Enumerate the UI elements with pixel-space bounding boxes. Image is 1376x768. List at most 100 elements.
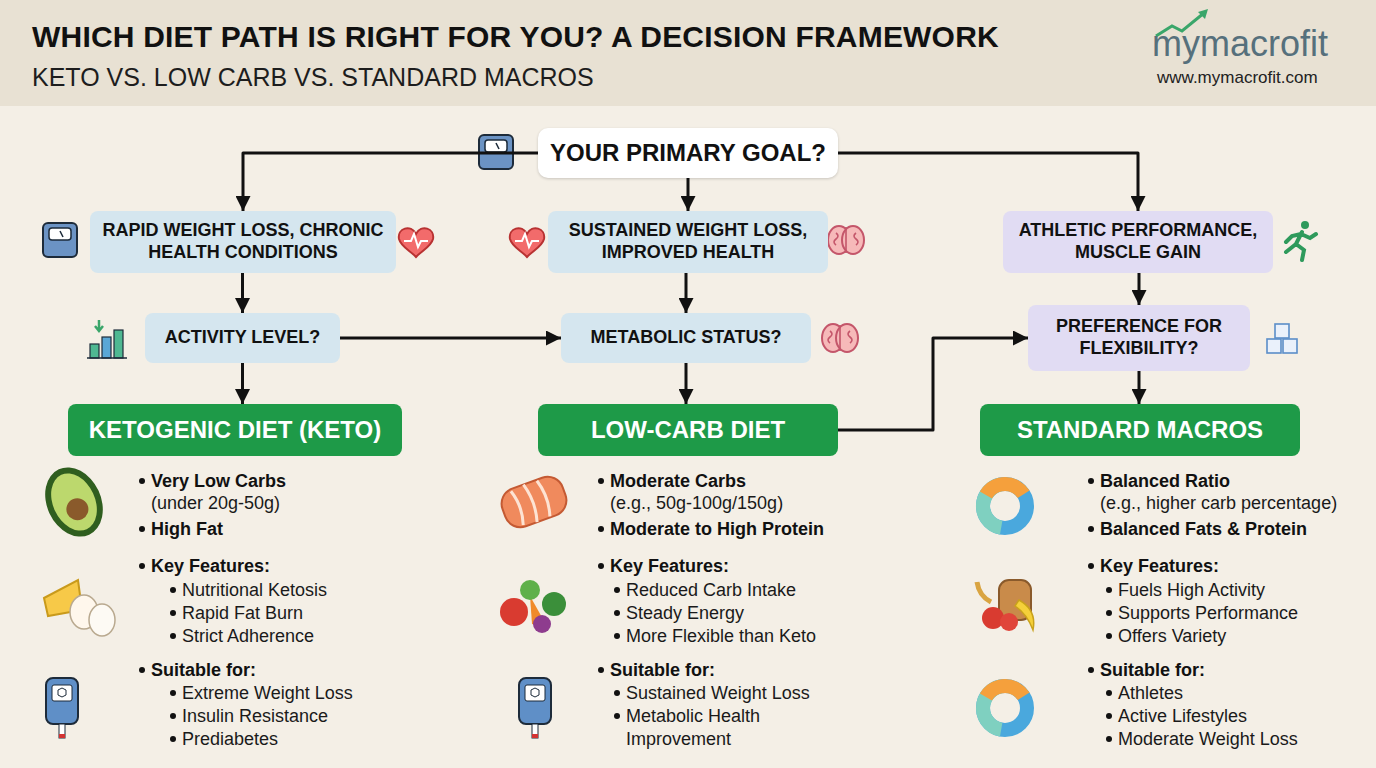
chart-icon bbox=[95, 320, 103, 331]
list-item: Fuels High Activity bbox=[1118, 579, 1265, 602]
vegetables-icon bbox=[500, 598, 528, 626]
node-text: STANDARD MACROS bbox=[1017, 415, 1263, 444]
section-heading: Suitable for: bbox=[151, 659, 256, 682]
bullet-dot bbox=[170, 713, 176, 719]
bullet-dot bbox=[170, 736, 176, 742]
bullet-dot bbox=[614, 610, 620, 616]
flow-arrow bbox=[1138, 371, 1141, 404]
node-text: PREFERENCE FOR FLEXIBILITY? bbox=[1036, 316, 1242, 360]
brain-icon bbox=[828, 226, 864, 254]
runner-icon bbox=[1286, 221, 1316, 260]
list-item: Sustained Weight Loss bbox=[626, 682, 810, 705]
cubes-icon bbox=[1283, 339, 1297, 353]
list-item: Rapid Fat Burn bbox=[182, 602, 303, 625]
list-item: Nutritional Ketosis bbox=[182, 579, 327, 602]
bullet-dot bbox=[139, 478, 145, 484]
flow-arrow bbox=[838, 338, 1028, 430]
flow-arrow bbox=[685, 363, 688, 404]
flow-arrow bbox=[687, 178, 690, 211]
goal-box: SUSTAINED WEIGHT LOSS, IMPROVED HEALTH bbox=[548, 211, 828, 273]
flow-arrow bbox=[1138, 273, 1141, 305]
flow-arrow bbox=[340, 337, 561, 340]
section-heading: Balanced Ratio bbox=[1100, 470, 1230, 493]
node-text: KETOGENIC DIET (KETO) bbox=[89, 415, 381, 444]
vegetables-icon bbox=[520, 580, 540, 600]
bullet-dot bbox=[1088, 667, 1094, 673]
brain-icon bbox=[822, 324, 858, 352]
heart-icon bbox=[510, 228, 544, 257]
salmon-icon bbox=[510, 479, 553, 527]
header-text: mymacrofit bbox=[1152, 24, 1328, 64]
heart-icon bbox=[399, 228, 433, 257]
cheese-eggs-icon bbox=[44, 580, 115, 636]
bullet-dot bbox=[139, 563, 145, 569]
donut-chart-icon bbox=[975, 476, 1035, 536]
vegetables-icon bbox=[533, 615, 551, 633]
section-heading: Key Features: bbox=[1100, 555, 1219, 578]
avocado-icon bbox=[63, 495, 92, 524]
node-text: ACTIVITY LEVEL? bbox=[165, 327, 321, 349]
vegetables-icon bbox=[542, 592, 566, 616]
section-heading: Very Low Carbs bbox=[151, 470, 286, 493]
list-item: More Flexible than Keto bbox=[626, 625, 816, 648]
bullet-dot bbox=[1106, 690, 1112, 696]
flow-arrow bbox=[685, 273, 688, 313]
flow-arrow bbox=[243, 153, 538, 211]
bullet-dot bbox=[598, 563, 604, 569]
avocado-icon bbox=[34, 458, 113, 546]
avocado-icon bbox=[42, 466, 105, 538]
diet-box: KETOGENIC DIET (KETO) bbox=[68, 404, 402, 456]
list-item: Supports Performance bbox=[1118, 602, 1298, 625]
header-band bbox=[0, 0, 1376, 106]
donut-chart-icon bbox=[975, 476, 1035, 536]
bullet-dot bbox=[170, 587, 176, 593]
bullet-dot bbox=[1106, 610, 1112, 616]
list-item: Insulin Resistance bbox=[182, 705, 328, 728]
goal-box: ATHLETIC PERFORMANCE, MUSCLE GAIN bbox=[1003, 211, 1273, 273]
salmon-icon bbox=[497, 472, 571, 531]
bullet-dot bbox=[1106, 713, 1112, 719]
list-item: Steady Energy bbox=[626, 602, 744, 625]
start-box: YOUR PRIMARY GOAL? bbox=[538, 128, 838, 178]
list-item: Metabolic Health Improvement bbox=[626, 705, 776, 751]
node-text: RAPID WEIGHT LOSS, CHRONIC HEALTH CONDIT… bbox=[98, 220, 388, 264]
list-item: Athletes bbox=[1118, 682, 1183, 705]
runner-icon bbox=[1301, 221, 1309, 229]
scale-icon bbox=[43, 223, 77, 257]
question-box: METABOLIC STATUS? bbox=[561, 313, 811, 363]
bullet-dot bbox=[1088, 563, 1094, 569]
list-item: Strict Adherence bbox=[182, 625, 314, 648]
avocado-icon bbox=[34, 458, 113, 546]
node-text: SUSTAINED WEIGHT LOSS, IMPROVED HEALTH bbox=[556, 220, 820, 264]
node-text: ATHLETIC PERFORMANCE, MUSCLE GAIN bbox=[1011, 220, 1265, 264]
bullet-dot bbox=[614, 587, 620, 593]
bullet-dot bbox=[139, 526, 145, 532]
vegetables-icon bbox=[500, 580, 566, 633]
chart-icon bbox=[114, 330, 123, 358]
donut-chart-icon bbox=[975, 678, 1035, 738]
cubes-icon bbox=[1275, 324, 1289, 338]
bullet-dot bbox=[1106, 633, 1112, 639]
list-item: (e.g., higher carb percentage) bbox=[1100, 492, 1337, 515]
section-heading: High Fat bbox=[151, 518, 223, 541]
cubes-icon bbox=[1267, 324, 1297, 353]
bullet-dot bbox=[1088, 478, 1094, 484]
bullet-dot bbox=[1088, 526, 1094, 532]
list-item: Active Lifestyles bbox=[1118, 705, 1247, 728]
chart-icon bbox=[90, 344, 99, 358]
list-item: Offers Variety bbox=[1118, 625, 1226, 648]
list-item: Reduced Carb Intake bbox=[626, 579, 796, 602]
chart-icon bbox=[87, 357, 127, 359]
section-heading: Suitable for: bbox=[1100, 659, 1205, 682]
header-text: KETO VS. LOW CARB VS. STANDARD MACROS bbox=[32, 62, 594, 92]
list-item: Prediabetes bbox=[182, 728, 278, 751]
node-text: YOUR PRIMARY GOAL? bbox=[550, 138, 826, 167]
diet-box: STANDARD MACROS bbox=[980, 404, 1300, 456]
bread-fruit-icon bbox=[982, 607, 1004, 629]
bread-fruit-icon bbox=[977, 582, 991, 602]
section-heading: Moderate Carbs bbox=[610, 470, 746, 493]
